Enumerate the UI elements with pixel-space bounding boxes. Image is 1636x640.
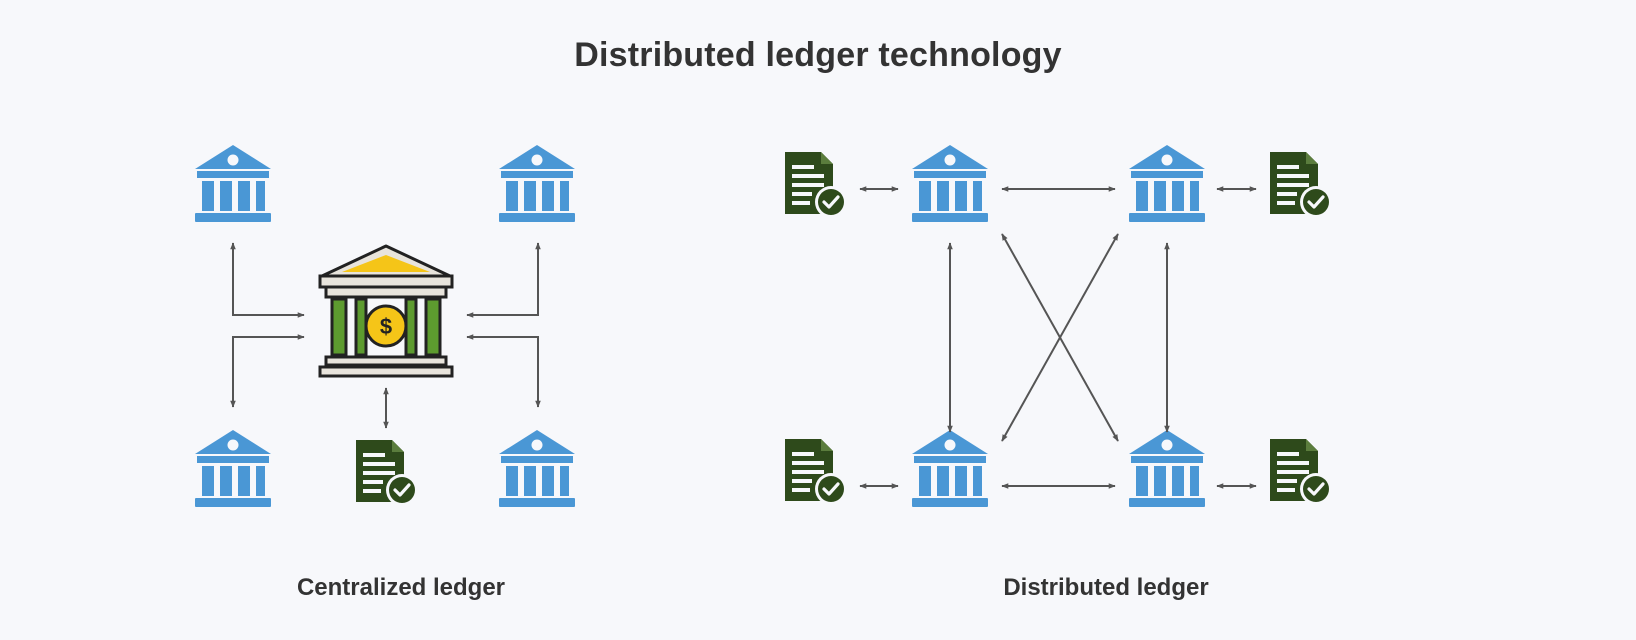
page-title: Distributed ledger technology xyxy=(574,36,1062,74)
bank-icon xyxy=(1129,145,1205,222)
bank-icon xyxy=(195,145,271,222)
ledger-document-icon xyxy=(783,150,849,220)
dollar-sign: $ xyxy=(380,314,392,339)
distributed-ledger-label: Distributed ledger xyxy=(1003,574,1209,601)
central-bank-icon: $ xyxy=(318,244,454,378)
arrow xyxy=(1001,233,1119,442)
ledger-document-icon xyxy=(1268,437,1334,507)
arrow xyxy=(230,242,305,318)
bank-icon xyxy=(499,430,575,507)
centralized-ledger-label: Centralized ledger xyxy=(296,574,506,601)
bank-icon xyxy=(499,145,575,222)
bank-icon xyxy=(195,430,271,507)
centralized-section: $ xyxy=(195,145,575,508)
ledger-document-icon xyxy=(783,437,849,507)
arrow xyxy=(230,334,305,408)
ledger-document-icon xyxy=(354,438,420,508)
bank-icon xyxy=(912,430,988,507)
bank-icon xyxy=(1129,430,1205,507)
arrow xyxy=(466,242,541,318)
arrow xyxy=(466,334,541,408)
distributed-section xyxy=(783,145,1334,507)
ledger-document-icon xyxy=(1268,150,1334,220)
distributed-arrows xyxy=(859,186,1257,489)
centralized-arrows xyxy=(230,242,541,429)
bank-icon xyxy=(912,145,988,222)
